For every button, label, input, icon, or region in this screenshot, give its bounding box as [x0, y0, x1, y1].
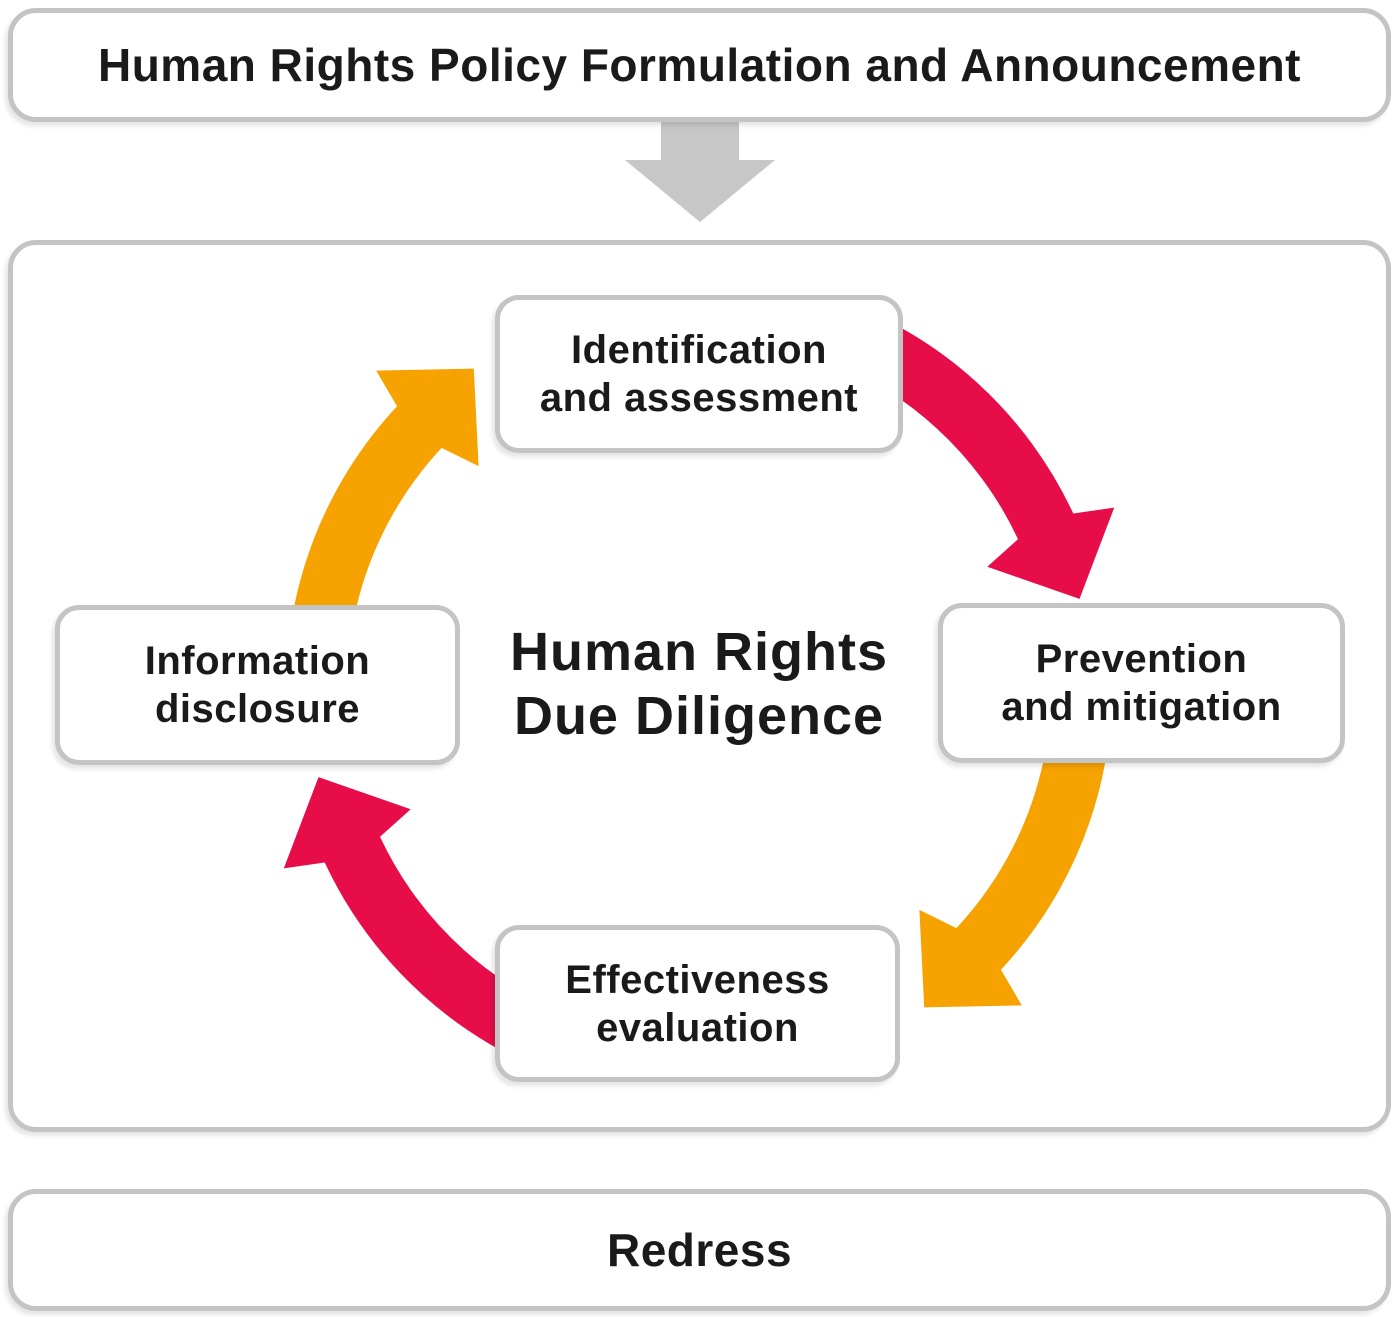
- redress-label: Redress: [606, 1224, 793, 1276]
- down-arrow-icon: [625, 118, 775, 222]
- policy-formulation-box: Human Rights Policy Formulation and Anno…: [8, 8, 1391, 122]
- cycle-center-title: Human Rights Due Diligence: [349, 620, 1049, 748]
- cycle-center-title-line2: Due Diligence: [513, 686, 885, 746]
- node-label: Prevention and mitigation: [1001, 637, 1282, 729]
- node-information-disclosure: Information disclosure: [55, 605, 460, 765]
- node-label: Information disclosure: [144, 639, 371, 731]
- node-label: Effectiveness evaluation: [565, 957, 830, 1050]
- node-label: Identification and assessment: [539, 328, 859, 420]
- node-prevention-and-mitigation: Prevention and mitigation: [938, 603, 1345, 763]
- node-effectiveness-evaluation: Effectiveness evaluation: [495, 925, 900, 1082]
- cycle-center-title-line1: Human Rights: [509, 622, 888, 682]
- policy-formulation-label: Human Rights Policy Formulation and Anno…: [97, 39, 1302, 91]
- redress-box: Redress: [8, 1189, 1391, 1311]
- node-identification-and-assessment: Identification and assessment: [495, 295, 903, 453]
